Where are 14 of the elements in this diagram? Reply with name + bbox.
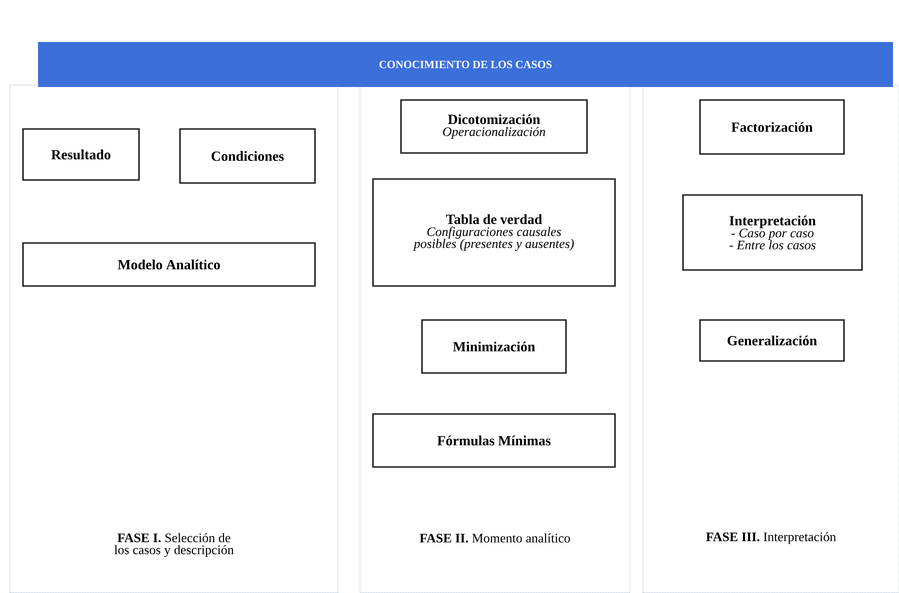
process-box: Tabla de verdad Configuraciones causales posibles (presentes y ausentes)	[372, 178, 616, 287]
process-box: Fórmulas Mínimas	[372, 413, 616, 468]
phase-caption: FASE I. Selección de los casos y descripción	[114, 533, 234, 557]
process-box: Dicotomización Operacionalización	[400, 99, 588, 154]
process-box: Minimización	[421, 319, 567, 374]
phase-caption: FASE II. Momento analítico	[420, 533, 570, 543]
process-box: Generalización	[699, 319, 845, 362]
process-box: Resultado	[22, 128, 140, 181]
process-box: Modelo Analítico	[22, 242, 316, 287]
process-box: Interpretación - Caso por caso - Entre los casos	[682, 194, 863, 271]
process-box: Condiciones	[179, 128, 316, 184]
title-banner: CONOCIMIENTO DE LOS CASOS	[38, 42, 893, 87]
phase-caption: FASE III. Interpretación	[706, 532, 836, 544]
process-box: Factorización	[699, 99, 845, 155]
